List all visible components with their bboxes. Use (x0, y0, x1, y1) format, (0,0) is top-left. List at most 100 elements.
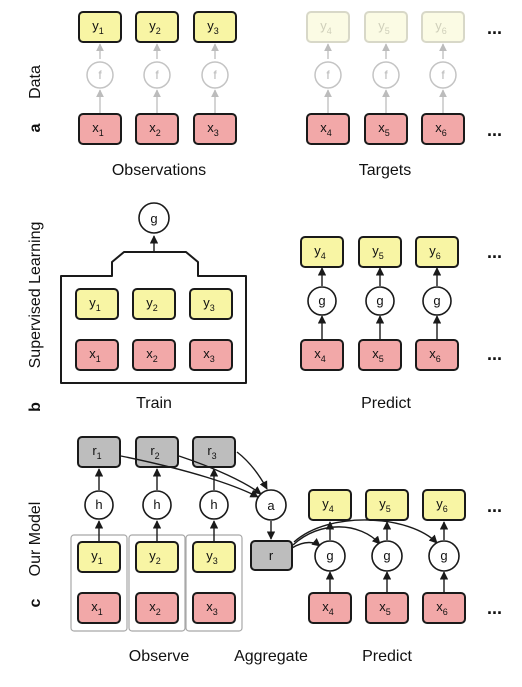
encoder-h-1 (84, 490, 114, 520)
obs-x1-box-label-symbol: x (92, 120, 99, 135)
function-f-6 (429, 61, 457, 89)
target-x6-box-label-index: 6 (442, 128, 447, 138)
observe-y2-box-label-index: 2 (156, 556, 161, 566)
train-x3-box (189, 339, 233, 371)
target-x5-box (364, 113, 408, 145)
obs-x2-box-label: x2 (149, 120, 161, 138)
target-y4-box-label: y4 (320, 18, 332, 36)
train-y1-box-label-index: 1 (96, 303, 101, 313)
panel-a-letter: a (27, 123, 44, 132)
train-x2-box-label-index: 2 (153, 354, 158, 364)
target-y6-box-label: y6 (435, 18, 447, 36)
model-g-c-6 (428, 540, 460, 572)
caption-train: Train (136, 395, 172, 412)
model-g-c-5-label: g (383, 548, 390, 563)
encoding-r3-box-label-symbol: r (207, 443, 212, 458)
target-x6-box (421, 113, 465, 145)
target-y5-box (364, 11, 408, 43)
obs-x3-box (193, 113, 237, 145)
model-g-pred-5-label: g (376, 293, 383, 308)
pred-y5-box (358, 236, 402, 268)
caption-aggregate: Aggregate (234, 648, 308, 665)
encoder-h-2 (142, 490, 172, 520)
r-to-g4-arrow (291, 538, 321, 549)
caption-predict-b: Predict (361, 395, 411, 412)
train-y3-box-label: y3 (203, 295, 215, 313)
train-y3-box-label-symbol: y (203, 295, 210, 310)
train-y2-box-label-symbol: y (146, 295, 153, 310)
ellipsis-a-bottom: ... (487, 120, 502, 140)
pred-y6-box-label-symbol: y (429, 243, 436, 258)
caption-predict-c: Predict (362, 648, 412, 665)
observe-y3-box-label: y3 (206, 548, 218, 566)
encoding-r3-box (192, 436, 236, 468)
observe-y1-box-label-symbol: y (91, 548, 98, 563)
target-y6-box-label-symbol: y (435, 18, 442, 33)
ellipsis-c-bottom: ... (487, 598, 502, 618)
pred-x4-box-label-index: 4 (321, 354, 326, 364)
train-y1-box-label: y1 (89, 295, 101, 313)
predict-x6-box-label-symbol: x (436, 599, 443, 614)
encoding-r1-box-label-symbol: r (92, 443, 97, 458)
pred-x4-box (300, 339, 344, 371)
model-g-pred-6-label: g (433, 293, 440, 308)
function-f-6-label: f (441, 68, 445, 82)
obs-y2-box-label-index: 2 (156, 26, 161, 36)
predict-y6-box-label-index: 6 (443, 504, 448, 514)
obs-x2-box (135, 113, 179, 145)
predict-y6-box (422, 489, 466, 521)
train-x1-box (75, 339, 119, 371)
model-g-c-6-label: g (440, 548, 447, 563)
target-y5-box-label-symbol: y (378, 18, 385, 33)
train-y3-box-label-index: 3 (210, 303, 215, 313)
ellipsis-b-bottom: ... (487, 344, 502, 364)
train-x1-box-label: x1 (89, 346, 101, 364)
encoding-r3-box-label-index: 3 (212, 451, 217, 461)
function-f-5-label: f (384, 68, 388, 82)
train-y2-box-label: y2 (146, 295, 158, 313)
model-g-train-label: g (150, 211, 157, 226)
encoder-h-3-label: h (210, 497, 217, 512)
observe-x2-box (135, 592, 179, 624)
predict-y6-box-label-symbol: y (436, 496, 443, 511)
train-x2-box-label: x2 (146, 346, 158, 364)
train-y2-box-label-index: 2 (153, 303, 158, 313)
train-x1-box-label-symbol: x (89, 346, 96, 361)
encoder-h-1-label: h (95, 497, 102, 512)
model-g-c-4-label: g (326, 548, 333, 563)
train-x3-box-label-index: 3 (210, 354, 215, 364)
observe-x3-box-label-symbol: x (206, 599, 213, 614)
function-f-1 (86, 61, 114, 89)
encoding-r2-box-label-symbol: r (150, 443, 155, 458)
function-f-1-label: f (98, 68, 102, 82)
observe-x2-box-label-symbol: x (149, 599, 156, 614)
pred-x5-box (358, 339, 402, 371)
obs-x1-box-label-index: 1 (99, 128, 104, 138)
obs-y1-box-label-index: 1 (99, 26, 104, 36)
predict-x6-box-label-index: 6 (443, 607, 448, 617)
train-y1-box-label-symbol: y (89, 295, 96, 310)
observe-x3-box-label-index: 3 (213, 607, 218, 617)
predict-x5-box (365, 592, 409, 624)
obs-y1-box (78, 11, 122, 43)
model-g-c-4 (314, 540, 346, 572)
r1-to-a-arrow (120, 455, 259, 498)
train-x1-box-label-index: 1 (96, 354, 101, 364)
target-y5-box-label: y5 (378, 18, 390, 36)
target-x5-box-label-index: 5 (385, 128, 390, 138)
panel-c-side-label: Our Model (27, 502, 44, 577)
pred-x6-box-label: x6 (429, 346, 441, 364)
observe-y3-box-label-symbol: y (206, 548, 213, 563)
pred-y5-box-label: y5 (372, 243, 384, 261)
predict-y4-box-label: y4 (322, 496, 334, 514)
encoding-r1-box-label: r1 (92, 443, 101, 461)
target-x4-box-label: x4 (320, 120, 332, 138)
pred-y6-box (415, 236, 459, 268)
pred-x5-box-label: x5 (372, 346, 384, 364)
obs-x2-box-label-symbol: x (149, 120, 156, 135)
